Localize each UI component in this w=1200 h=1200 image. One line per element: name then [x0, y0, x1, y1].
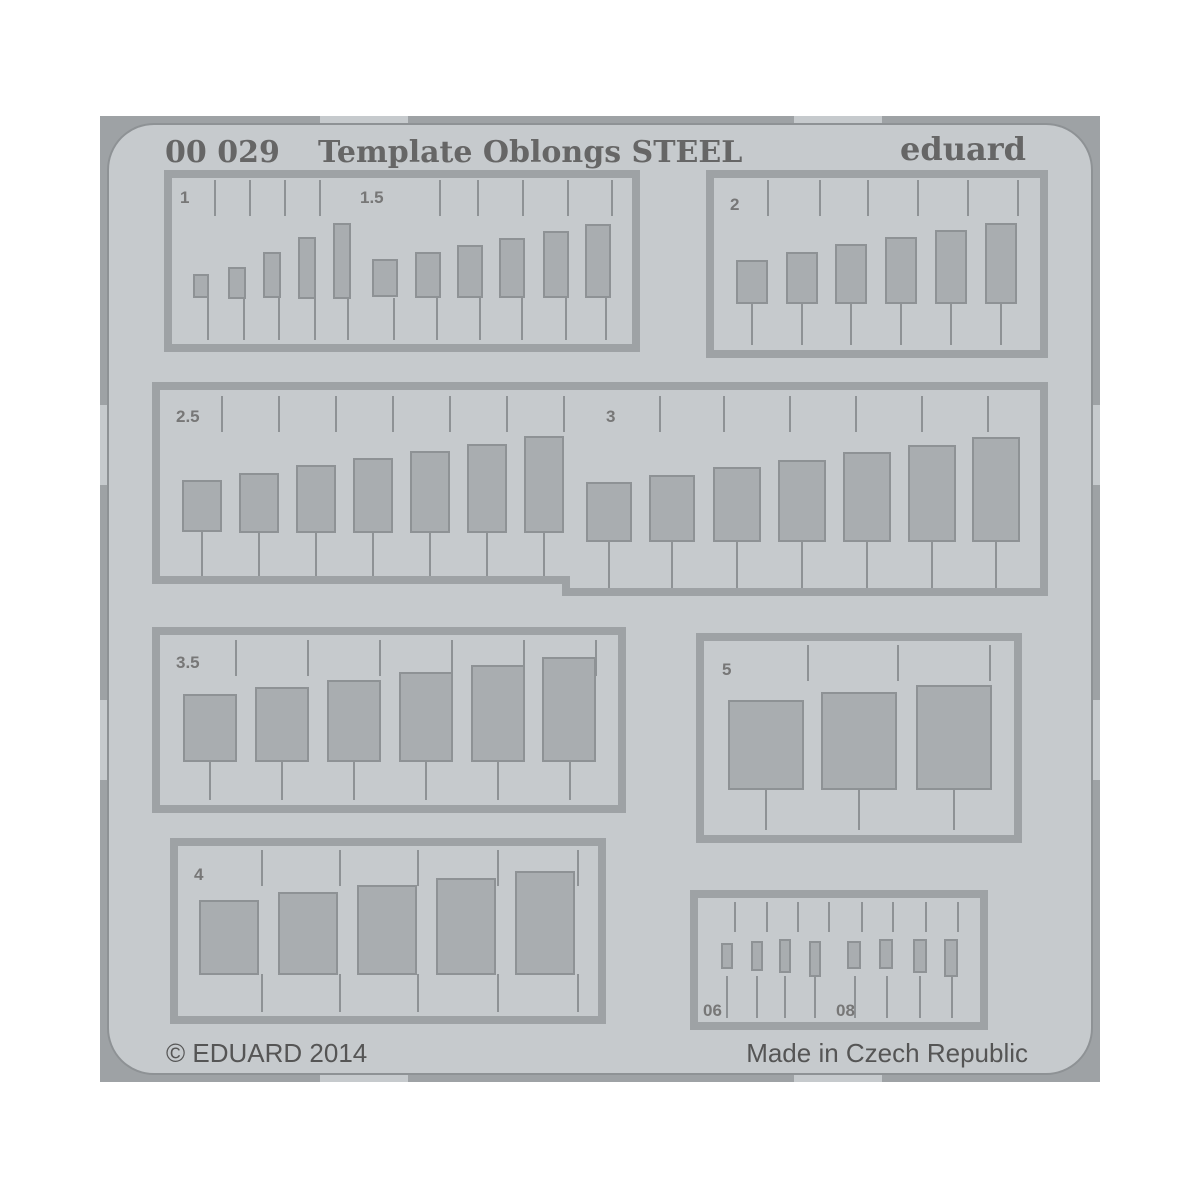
- oblong-hole: [721, 943, 733, 969]
- oblong-hole: [399, 672, 453, 762]
- oblong-hole: [182, 480, 222, 532]
- size-label: 06: [703, 1001, 722, 1020]
- oblong-hole: [436, 878, 496, 975]
- origin-text: Made in Czech Republic: [746, 1038, 1028, 1068]
- oblong-hole: [353, 458, 393, 533]
- oblong-hole: [471, 665, 525, 762]
- oblong-hole: [542, 657, 596, 762]
- size-label: 08: [836, 1001, 855, 1020]
- product-code: 00 029: [165, 135, 280, 170]
- oblong-hole: [908, 445, 956, 542]
- oblong-hole: [944, 939, 958, 977]
- oblong-hole: [585, 224, 611, 298]
- frame-notch: [320, 116, 408, 126]
- copyright-text: © EDUARD 2014: [166, 1038, 367, 1068]
- oblong-hole: [415, 252, 441, 298]
- oblong-hole: [985, 223, 1017, 304]
- oblong-hole: [913, 939, 927, 973]
- frame-notch: [1090, 700, 1100, 780]
- oblong-hole: [847, 941, 861, 969]
- size-label: 1.5: [360, 188, 384, 207]
- oblong-hole: [649, 475, 695, 542]
- frame-notch: [1090, 405, 1100, 485]
- size-label: 2: [730, 195, 739, 214]
- oblong-hole: [467, 444, 507, 533]
- oblong-hole: [843, 452, 891, 542]
- oblong-hole: [278, 892, 338, 975]
- size-label: 2.5: [176, 407, 200, 426]
- oblong-hole: [183, 694, 237, 762]
- oblong-hole: [543, 231, 569, 298]
- product-title: Template Oblongs STEEL: [318, 135, 742, 170]
- oblong-hole: [333, 223, 351, 299]
- oblong-hole: [779, 939, 791, 973]
- oblong-hole: [751, 941, 763, 971]
- frame-notch: [794, 116, 882, 126]
- oblong-hole: [410, 451, 450, 533]
- size-label: 3.5: [176, 653, 200, 672]
- oblong-hole: [778, 460, 826, 542]
- oblong-hole: [586, 482, 632, 542]
- oblong-hole: [728, 700, 804, 790]
- brand-logo-text: eduard: [900, 130, 1026, 168]
- oblong-hole: [835, 244, 867, 304]
- oblong-hole: [515, 871, 575, 975]
- oblong-hole: [713, 467, 761, 542]
- oblong-hole: [809, 941, 821, 977]
- frame-notch: [320, 1072, 408, 1082]
- size-label: 1: [180, 188, 189, 207]
- size-label: 3: [606, 407, 615, 426]
- frame-notch: [100, 700, 110, 780]
- oblong-hole: [786, 252, 818, 304]
- size-label: 5: [722, 660, 731, 679]
- template-panel: [698, 898, 980, 1022]
- oblong-hole: [193, 274, 209, 298]
- oblong-hole: [298, 237, 316, 299]
- oblong-hole: [263, 252, 281, 298]
- frame-notch: [100, 405, 110, 485]
- oblong-hole: [935, 230, 967, 304]
- oblong-hole: [885, 237, 917, 304]
- oblong-hole: [916, 685, 992, 790]
- oblong-hole: [499, 238, 525, 298]
- oblong-hole: [972, 437, 1020, 542]
- size-label: 4: [194, 865, 204, 884]
- oblong-hole: [372, 259, 398, 297]
- oblong-hole: [255, 687, 309, 762]
- oblong-hole: [821, 692, 897, 790]
- oblong-hole: [239, 473, 279, 533]
- oblong-hole: [228, 267, 246, 299]
- oblong-hole: [327, 680, 381, 762]
- oblong-hole: [736, 260, 768, 304]
- frame-notch: [794, 1072, 882, 1082]
- oblong-hole: [457, 245, 483, 298]
- oblong-hole: [296, 465, 336, 533]
- oblong-hole: [524, 436, 564, 533]
- oblong-hole: [357, 885, 417, 975]
- oblong-hole: [199, 900, 259, 975]
- oblong-hole: [879, 939, 893, 969]
